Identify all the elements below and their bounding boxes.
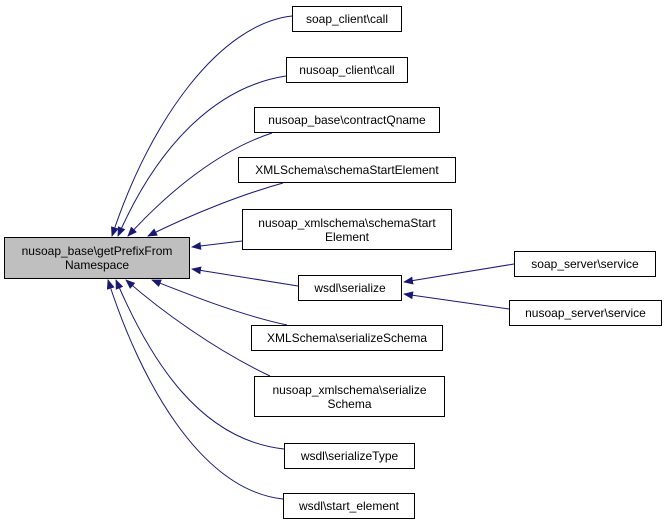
edge-xmlschema_schemaStartElement-to-getPrefixFromNamespace <box>147 182 284 237</box>
node-wsdl-start-element[interactable]: wsdl\start_element <box>283 493 415 519</box>
focus-node-getPrefixFromNamespace: nusoap_base\getPrefixFrom Namespace <box>4 237 190 279</box>
edge-xmlschema_serializeSchema-to-getPrefixFromNamespace <box>151 279 288 326</box>
node-label: nusoap_base\contractQname <box>268 113 426 127</box>
node-label-line: Element <box>324 229 370 244</box>
node-xmlschema-schemaStartElement[interactable]: XMLSchema\schemaStartElement <box>238 157 456 183</box>
node-label-line: nusoap_xmlschema\schemaStart <box>258 215 436 230</box>
node-label-line: Schema <box>327 396 372 411</box>
edge-wsdl_start_element-to-getPrefixFromNamespace <box>106 279 284 500</box>
edge-wsdl_serialize-to-getPrefixFromNamespace <box>191 266 299 287</box>
edge-soap_client_call-to-getPrefixFromNamespace <box>111 15 293 237</box>
edge-contractQname-to-getPrefixFromNamespace <box>127 132 273 237</box>
node-label: XMLSchema\serializeSchema <box>266 331 428 345</box>
node-label: soap_server\service <box>531 257 639 271</box>
node-soap-client-call[interactable]: soap_client\call <box>292 6 402 32</box>
node-nusoap-server-service[interactable]: nusoap_server\service <box>509 300 662 326</box>
edge-nusoap_xmlschema_schemaStartElement-to-getPrefixFromNamespace <box>191 240 243 250</box>
node-label: nusoap_server\service <box>525 306 646 320</box>
node-nusoap-xmlschema-schemaStartElement[interactable]: nusoap_xmlschema\schemaStart Element <box>242 209 452 250</box>
node-label-line: nusoap_xmlschema\serialize <box>272 382 427 397</box>
node-soap-server-service[interactable]: soap_server\service <box>514 251 656 277</box>
node-label: soap_client\call <box>305 12 389 26</box>
edge-nusoap_server_service-to-wsdl_serialize <box>403 291 510 310</box>
edge-wsdl_serializeType-to-getPrefixFromNamespace <box>115 279 285 450</box>
node-label: XMLSchema\schemaStartElement <box>255 163 439 177</box>
edge-soap_server_service-to-wsdl_serialize <box>403 263 515 285</box>
edge-nusoap_client_call-to-getPrefixFromNamespace <box>117 75 287 237</box>
node-nusoap-base-contractQname[interactable]: nusoap_base\contractQname <box>254 107 440 133</box>
node-label: wsdl\serialize <box>314 281 386 295</box>
node-label-line: nusoap_base\getPrefixFrom <box>21 244 173 258</box>
node-label: wsdl\serializeType <box>300 449 399 463</box>
edge-nusoap_xmlschema_serializeSchema-to-getPrefixFromNamespace <box>125 279 271 377</box>
node-label-line: Namespace <box>64 258 130 272</box>
node-label: nusoap_client\call <box>299 63 395 77</box>
node-wsdl-serialize[interactable]: wsdl\serialize <box>298 275 402 301</box>
node-label: wsdl\start_element <box>298 499 400 513</box>
node-xmlschema-serializeSchema[interactable]: XMLSchema\serializeSchema <box>251 325 443 351</box>
node-nusoap-client-call[interactable]: nusoap_client\call <box>286 57 408 83</box>
node-wsdl-serializeType[interactable]: wsdl\serializeType <box>284 443 415 469</box>
node-nusoap-xmlschema-serializeSchema[interactable]: nusoap_xmlschema\serialize Schema <box>254 376 445 417</box>
